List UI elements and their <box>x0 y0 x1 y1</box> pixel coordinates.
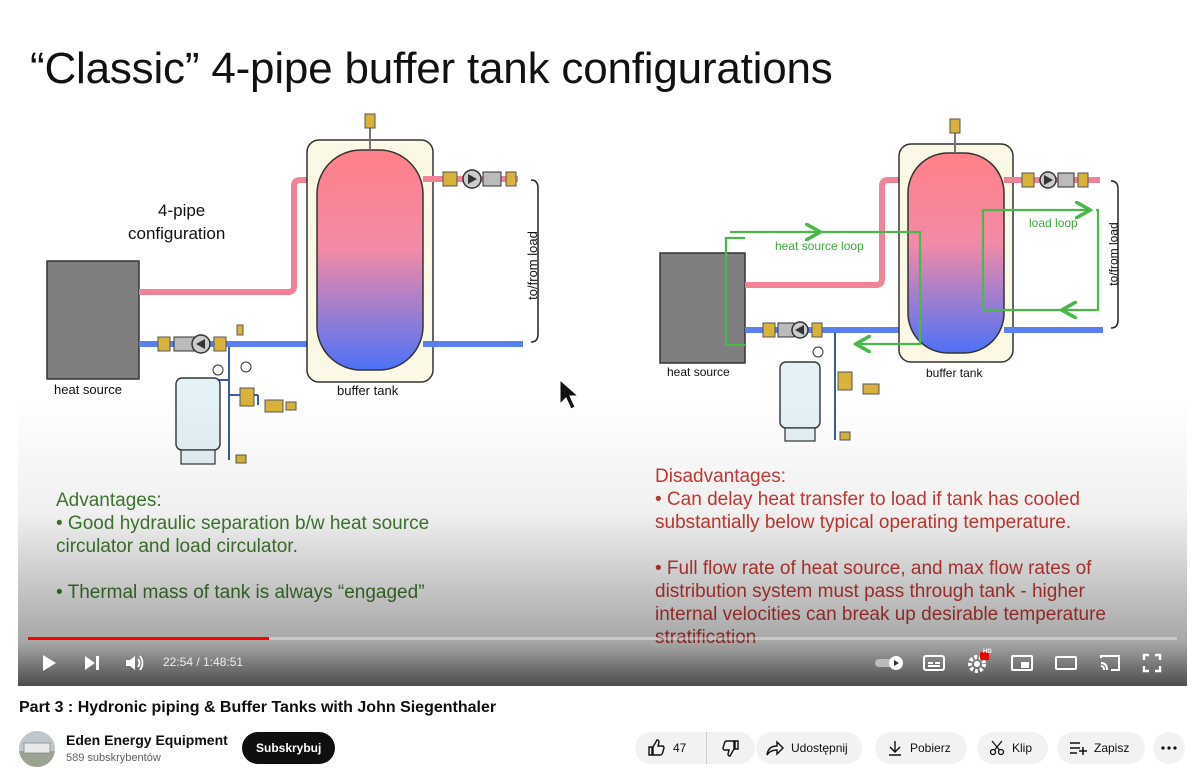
volume-icon <box>126 655 144 671</box>
left-buffer-tank-label: buffer tank <box>337 383 399 398</box>
channel-avatar-icon <box>19 731 55 767</box>
advantages-line1: • Good hydraulic separation b/w heat sou… <box>56 513 430 534</box>
settings-button[interactable]: HD <box>962 647 994 679</box>
heat-source-loop-arrow <box>806 230 922 344</box>
advantages-heading: Advantages: <box>56 490 162 511</box>
share-icon <box>766 740 784 756</box>
disadvantages-heading: Disadvantages: <box>655 466 786 487</box>
dislike-button[interactable] <box>707 732 755 764</box>
progress-bar[interactable] <box>28 637 1177 640</box>
play-button[interactable] <box>33 647 65 679</box>
hd-badge: HD <box>983 649 992 655</box>
heat-source-loop-label: heat source loop <box>775 239 864 253</box>
left-caption-line1: 4-pipe <box>158 201 206 220</box>
subscriber-count: 589 subskrybentów <box>66 752 161 764</box>
time-display: 22:54 / 1:48:51 <box>163 655 244 669</box>
disadvantages-line4: distribution system must pass through ta… <box>655 581 1085 602</box>
left-tank-body <box>316 149 424 371</box>
video-title: Part 3 : Hydronic piping & Buffer Tanks … <box>19 699 497 716</box>
disadvantages-line3: • Full flow rate of heat source, and max… <box>655 558 1092 579</box>
left-hot-pipe <box>139 177 316 295</box>
right-diagram <box>659 118 1119 442</box>
share-button[interactable]: Udostępnij <box>756 732 862 764</box>
right-buffer-tank-label: buffer tank <box>926 366 983 380</box>
left-heat-source-label: heat source <box>54 382 122 397</box>
disadvantages-line2: substantially below typical operating te… <box>655 512 1072 533</box>
avatar[interactable] <box>19 731 55 767</box>
load-loop-arrow <box>981 210 1088 310</box>
theater-icon <box>1055 656 1077 670</box>
subtitles-icon <box>923 655 945 671</box>
subscribe-button[interactable]: Subskrybuj <box>242 732 336 764</box>
download-label: Pobierz <box>910 741 951 755</box>
fullscreen-icon <box>1142 653 1162 673</box>
progress-played <box>28 637 270 640</box>
more-actions-button[interactable] <box>1153 732 1185 764</box>
left-diagram <box>46 113 539 465</box>
thumbs-up-icon <box>648 739 665 756</box>
like-count: 47 <box>673 741 687 755</box>
autoplay-toggle[interactable] <box>872 647 908 679</box>
video-player[interactable]: “Classic” 4-pipe buffer tank configurati… <box>18 0 1187 686</box>
more-icon <box>1161 746 1177 750</box>
add-to-playlist-icon <box>1070 742 1087 755</box>
left-heat-source-box <box>46 260 140 380</box>
clip-label: Klip <box>1012 741 1033 755</box>
miniplayer-icon <box>1011 655 1033 671</box>
subtitles-button[interactable] <box>918 647 950 679</box>
load-loop-label: load loop <box>1029 216 1078 230</box>
left-caption-line2: configuration <box>128 224 226 243</box>
thumbs-down-icon <box>722 740 739 757</box>
settings-icon <box>968 652 989 673</box>
slide-title: “Classic” 4-pipe buffer tank configurati… <box>30 44 833 93</box>
clip-button[interactable]: Klip <box>977 732 1049 764</box>
play-icon <box>43 655 56 671</box>
like-button[interactable]: 47 <box>635 732 707 764</box>
like-dislike-group: 47 <box>635 732 755 764</box>
right-heat-source-box <box>659 252 746 364</box>
download-button[interactable]: Pobierz <box>875 732 967 764</box>
player-controls: 22:54 / 1:48:51 HD <box>18 645 1187 681</box>
save-button[interactable]: Zapisz <box>1057 732 1146 764</box>
left-expansion-tank <box>175 377 221 451</box>
fullscreen-button[interactable] <box>1136 647 1168 679</box>
next-button[interactable] <box>76 647 108 679</box>
cast-icon <box>1100 655 1120 671</box>
share-label: Udostępnij <box>791 741 848 755</box>
autoplay-toggle-icon <box>875 656 903 670</box>
mouse-cursor-icon <box>559 378 580 410</box>
right-to-from-load-label: to/from load <box>1106 222 1121 286</box>
disadvantages-line5: internal velocities can break up desirab… <box>655 604 1106 625</box>
channel-name[interactable]: Eden Energy Equipment <box>66 732 228 748</box>
right-tank-body <box>907 152 1005 354</box>
left-to-from-load-label: to/from load <box>524 231 540 300</box>
cast-button[interactable] <box>1094 647 1126 679</box>
scissors-icon <box>989 740 1005 756</box>
volume-button[interactable] <box>119 647 151 679</box>
miniplayer-button[interactable] <box>1006 647 1038 679</box>
disadvantages-line1: • Can delay heat transfer to load if tan… <box>655 489 1080 510</box>
advantages-line3: • Thermal mass of tank is always “engage… <box>56 582 425 603</box>
advantages-line2: circulator and load circulator. <box>56 536 298 557</box>
download-icon <box>889 741 901 756</box>
right-heat-source-label: heat source <box>667 365 730 379</box>
next-icon <box>85 656 99 670</box>
theater-button[interactable] <box>1050 647 1082 679</box>
save-label: Zapisz <box>1094 741 1130 755</box>
